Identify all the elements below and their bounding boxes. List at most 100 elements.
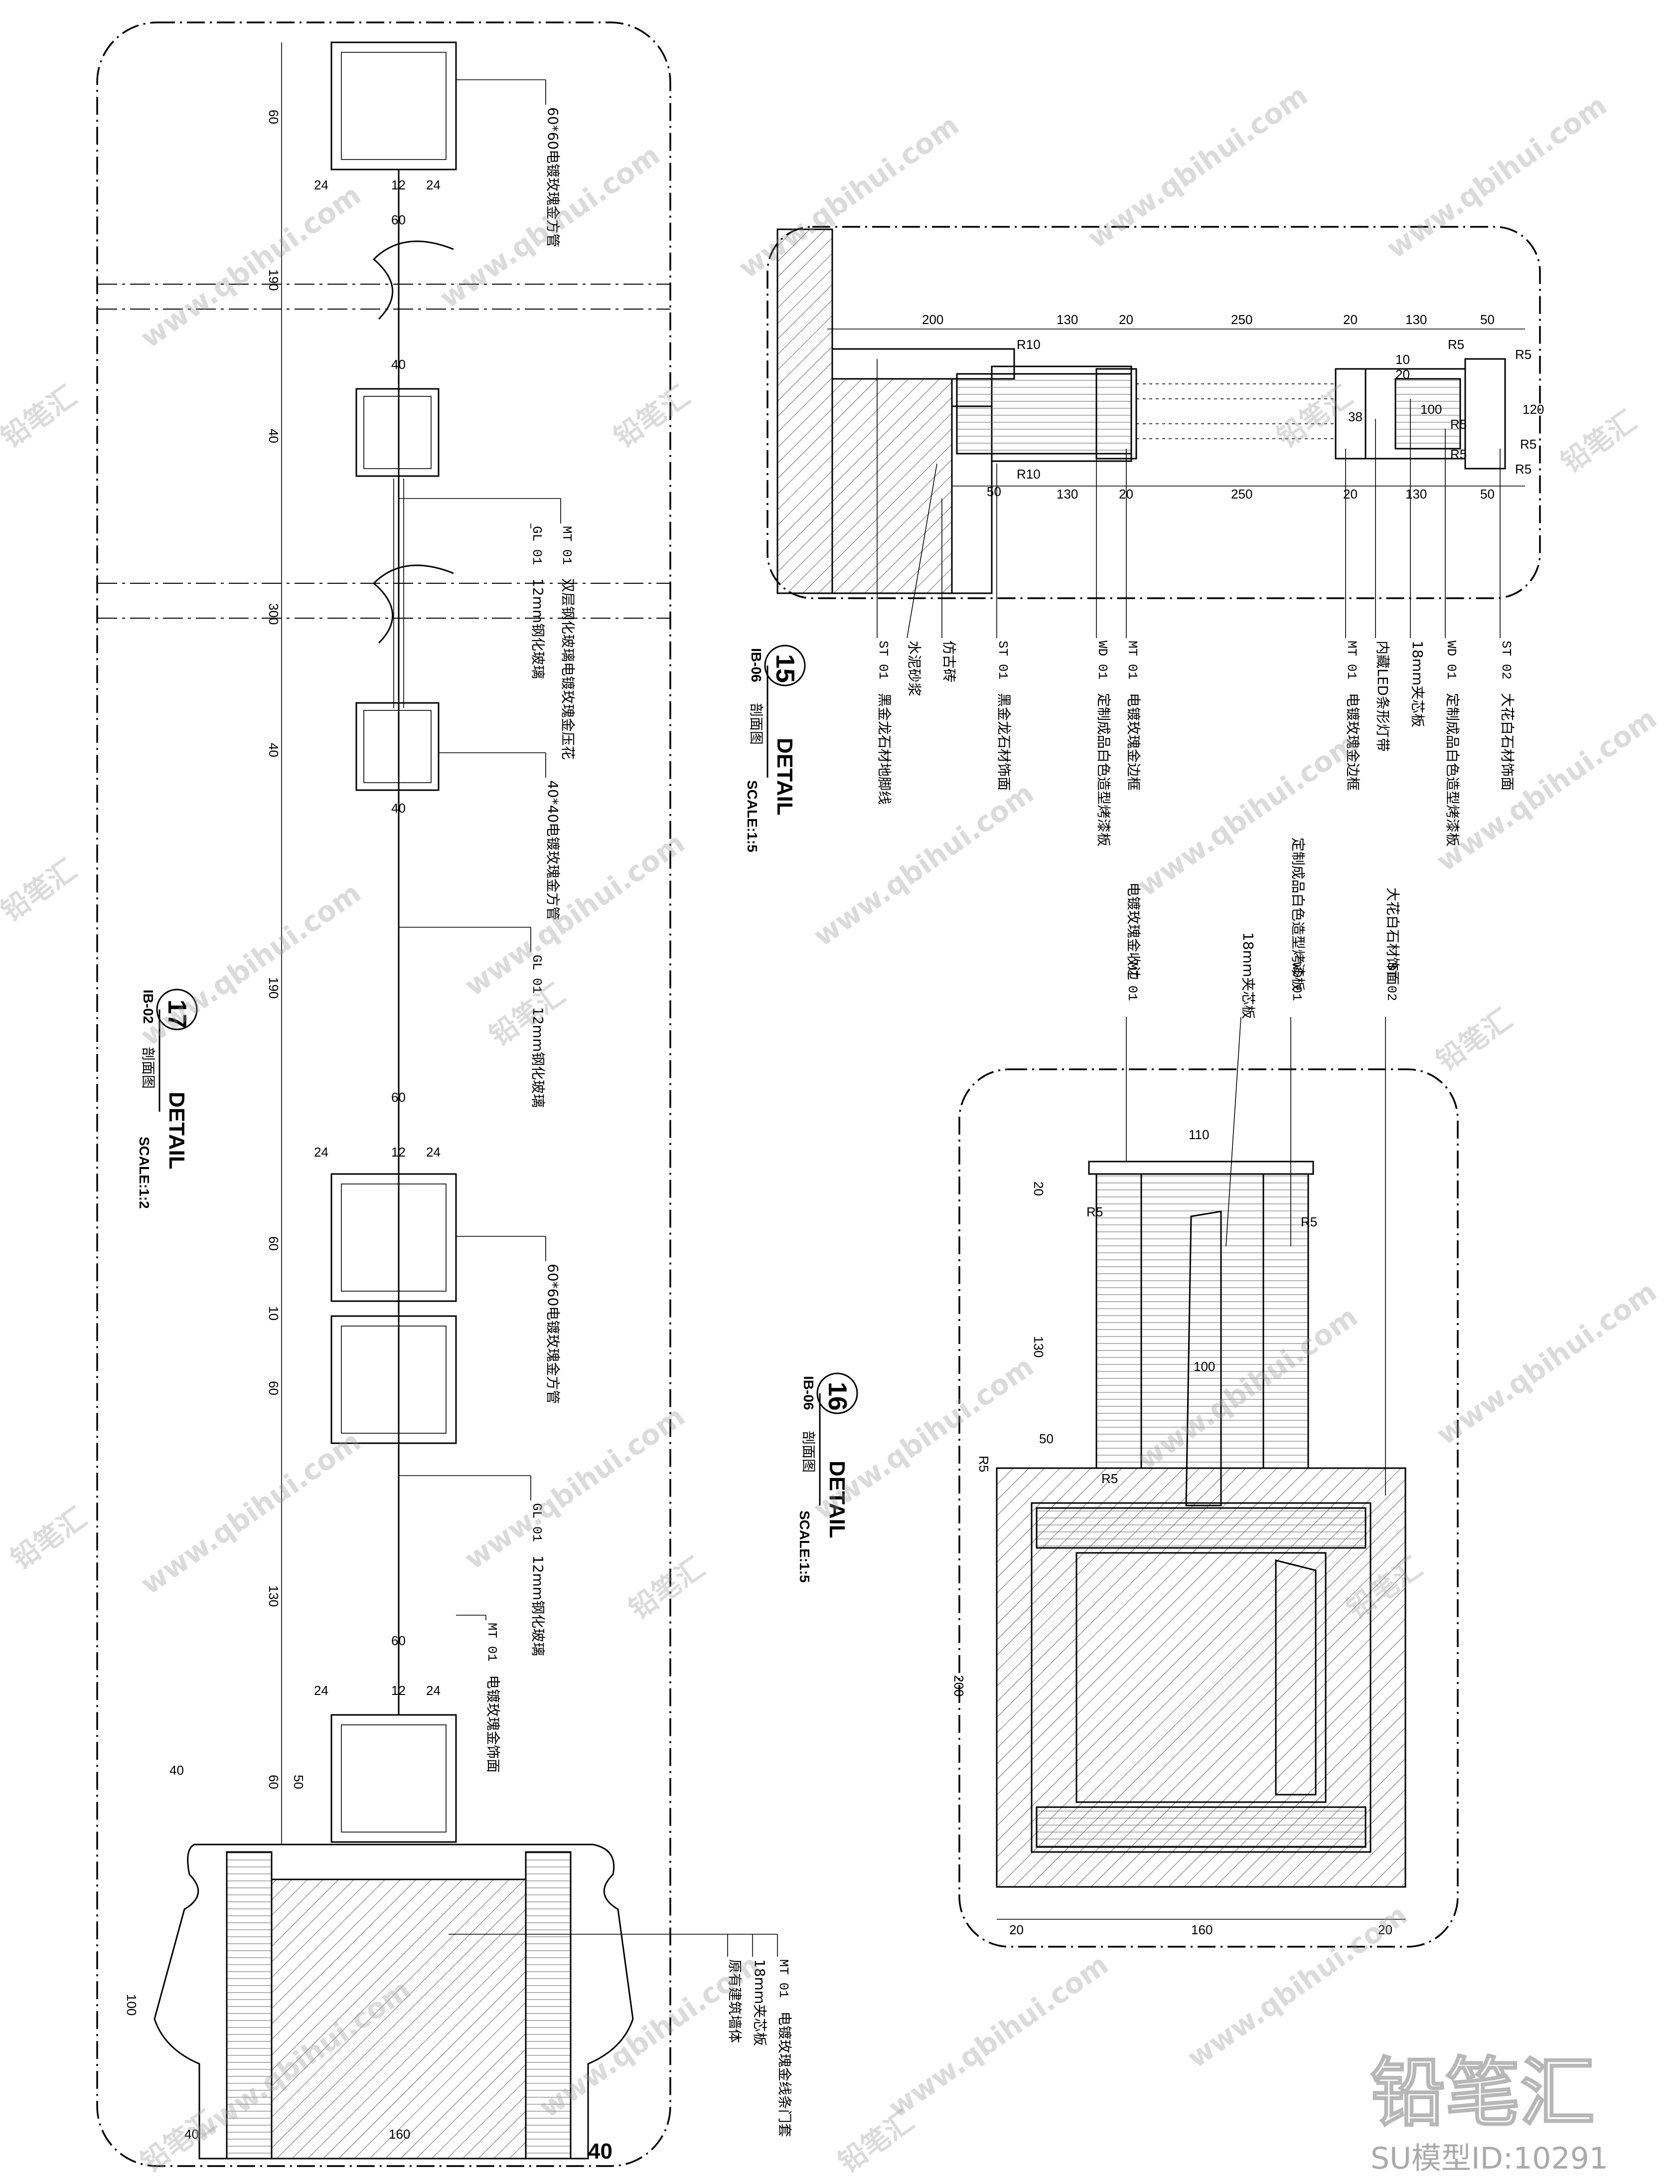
core-board-16 (1095, 1173, 1309, 1469)
note-text: 定制成品白色造型烤漆板 (1290, 838, 1306, 991)
note-tag: MT 01 (1344, 641, 1359, 679)
watermark-text: www.qbihui.com (883, 1949, 1114, 2125)
rosegold-trim (1088, 1161, 1314, 1175)
dim-label: 130 (1057, 312, 1078, 327)
core-board (525, 1851, 572, 2160)
dim-label: R5 (1448, 337, 1464, 352)
dim-label: 60 (266, 110, 281, 124)
detail-scale: SCALE:1:5 (797, 1511, 812, 1583)
note-text: 18mm夹芯板 (1409, 641, 1426, 727)
note-text: 12mm钢化玻璃 (530, 1555, 546, 1656)
note-tag: WD 01 (1095, 641, 1110, 679)
detail-16-notes: MT 01 电镀玫瑰金收边 18mm夹芯板 WD 01 定制成品白色造型烤漆板 … (1125, 838, 1401, 1496)
note-tag: WD 01 (1444, 641, 1459, 679)
note-tag: MT 01 (1125, 962, 1140, 1001)
dim-label: 50 (291, 1775, 306, 1789)
note-text: 12mm钢化玻璃 (530, 1007, 546, 1108)
detail-scale: SCALE:1:5 (745, 780, 760, 852)
watermark-text: www.qbihui.com (1182, 1899, 1413, 2075)
dim-label: 20 (1009, 1922, 1024, 1937)
dim-label: 250 (1231, 487, 1252, 502)
existing-wall (271, 1878, 527, 2160)
note-text: 内藏LED条形灯带 (1375, 641, 1391, 752)
dim-label: 38 (1348, 409, 1363, 424)
note-text: 电镀玫瑰金饰面 (485, 1675, 501, 1773)
break-symbol (372, 564, 454, 644)
dim-label: R5 (1515, 462, 1531, 477)
dim-label: 110 (1189, 1127, 1209, 1142)
dim-label: R5 (1450, 447, 1467, 462)
dim-label: 50 (1480, 487, 1495, 502)
dim-label: 24 (426, 177, 441, 192)
dim-label: 24 (426, 1683, 441, 1698)
detail-17-frame (96, 21, 671, 2167)
dim-label: 20 (1031, 1181, 1046, 1196)
note-text: 60*60电镀玫瑰金方管 (545, 1264, 561, 1404)
tube-40x40 (355, 702, 440, 791)
detail-number-bubble (156, 989, 198, 1030)
dim-label: R5 (1086, 1204, 1103, 1219)
note-text: 大花白石材饰面 (1384, 887, 1401, 985)
dim-label: 130 (1405, 487, 1427, 502)
note-tag: MT 01 (484, 1623, 499, 1662)
watermark-logo: 铅笔汇 (1431, 1003, 1518, 1078)
dim-label: 40 (266, 743, 281, 757)
detail-ref: IB-06 (801, 1376, 816, 1410)
detail-15: 200 R10 130 20 250 20 130 50 R5 R5 10 20… (745, 226, 1544, 852)
dim-label: 200 (951, 1675, 966, 1696)
watermark-text: www.qbihui.com (459, 827, 691, 1003)
note-text: 18mm夹芯板 (752, 1959, 768, 2046)
dim-label: 130 (1031, 1336, 1046, 1357)
mortar-bed (831, 378, 953, 594)
dim-label: 160 (389, 2127, 410, 2142)
detail-title: DETAIL (825, 1461, 849, 1538)
note-tag: MT 01 (559, 526, 574, 565)
watermark-logo: 铅笔汇 (484, 978, 571, 1053)
tube-60x60 (330, 1714, 457, 1843)
dim-label: 120 (1523, 402, 1544, 417)
note-text: 原有建筑墙体 (727, 1959, 743, 2043)
detail-16-title: 16 IB-06 剖面图 DETAIL SCALE:1:5 (797, 1372, 858, 1583)
detail-15-title: 15 IB-06 剖面图 DETAIL SCALE:1:5 (745, 645, 806, 852)
note-tag: GL 01 (529, 1503, 544, 1542)
watermark-text: www.qbihui.com (135, 179, 367, 355)
dim-label: 40 (169, 1763, 184, 1778)
dim-label: 24 (314, 1683, 328, 1698)
watermark-text: www.qbihui.com (1431, 702, 1663, 878)
watermark-logo: 铅笔汇 (5, 1502, 93, 1576)
dim-label: 130 (1057, 487, 1078, 502)
dim-label: 60 (391, 1090, 406, 1105)
dim-label: 20 (1343, 312, 1358, 327)
dim-label: 24 (314, 1145, 328, 1160)
note-text: 电镀玫瑰金线条门套 (776, 2012, 793, 2137)
dim-label: 100 (1420, 402, 1442, 417)
note-text: 水泥砂浆 (906, 641, 922, 696)
dim-label: 60 (266, 1381, 281, 1395)
note-text: 大花白石材饰面 (1499, 693, 1516, 791)
tube-60x60 (330, 1315, 457, 1444)
dim-label: R5 (1101, 1471, 1118, 1486)
dim-label: 130 (266, 1585, 281, 1607)
note-tag: MT 01 (1125, 641, 1140, 679)
dim-label: R5 (1301, 1214, 1317, 1229)
dim-label: 200 (922, 312, 943, 327)
detail-number-bubble (816, 1372, 858, 1414)
dim-label: R10 (1017, 467, 1041, 482)
detail-17-title: 17 IB-02 剖面图 DETAIL SCALE:1:2 (137, 989, 198, 1209)
dim-label: 100 (124, 1994, 139, 2016)
note-text: 仿古砖 (941, 641, 957, 682)
watermark-logo: 铅笔汇 (1555, 405, 1643, 480)
dim-label: 100 (1194, 1359, 1215, 1374)
dim-label: 40 (391, 801, 406, 816)
dim-label: 250 (1231, 312, 1252, 327)
dim-label: 40 (588, 2139, 612, 2164)
dim-label: 20 (1378, 1922, 1392, 1937)
note-text: 电镀玫瑰金边框 (1345, 693, 1361, 791)
dim-label: 60 (391, 212, 406, 227)
note-text: 40*40电镀玫瑰金方管 (545, 780, 561, 920)
dim-label: 60 (266, 1775, 281, 1789)
stone-end (1464, 358, 1506, 470)
dim-label: 190 (266, 977, 281, 999)
note-tag: GL 01 (529, 526, 544, 565)
watermark-logo: 铅笔汇 (1271, 380, 1359, 455)
